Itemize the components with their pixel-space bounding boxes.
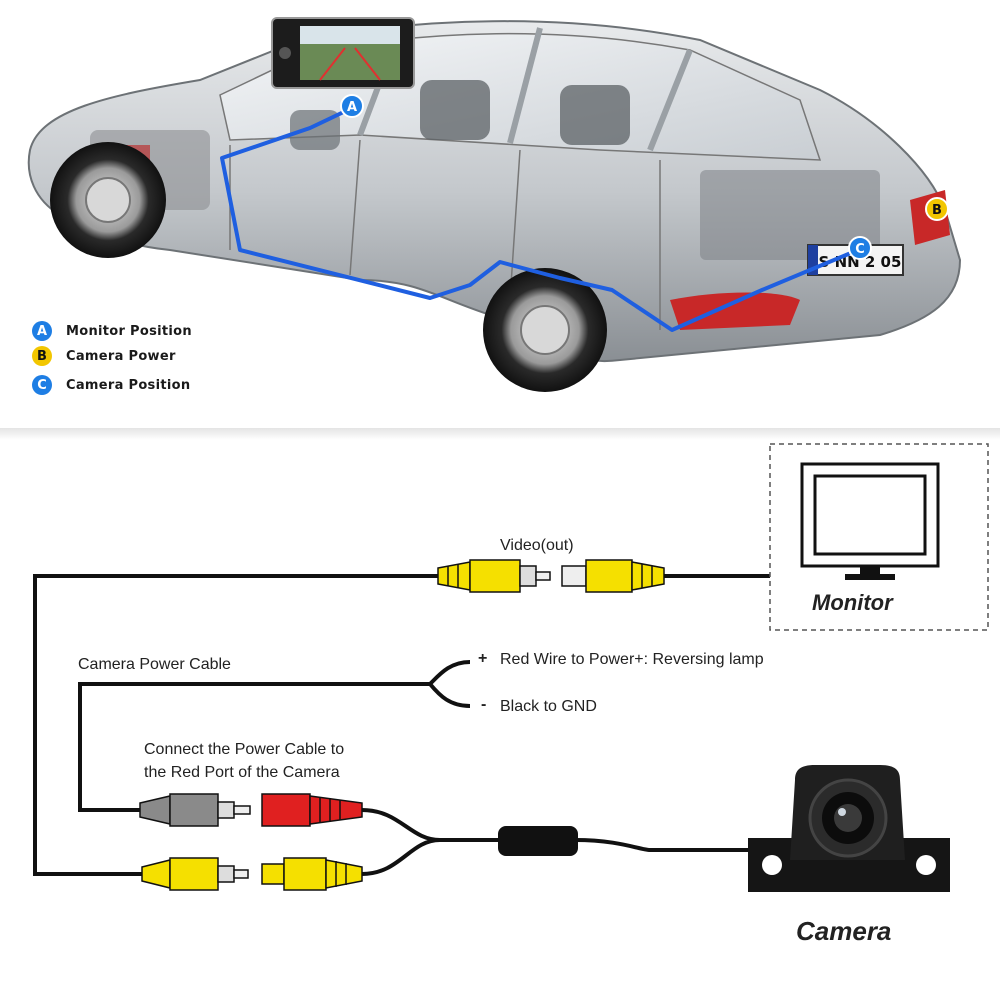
power-plug-gray (139, 793, 251, 827)
camera-yellow-port (261, 857, 363, 891)
camera-cable-route (220, 106, 859, 332)
svg-text:A: A (347, 100, 357, 115)
marker-a: A (340, 94, 364, 118)
connect-note-line-2: the Red Port of the Camera (144, 764, 340, 781)
wires (33, 574, 770, 876)
black-wire-split (428, 682, 471, 708)
video-out-label: Video(out) (500, 537, 574, 554)
legend-label-c: Camera Position (66, 377, 191, 393)
red-wire-label: Red Wire to Power+: Reversing lamp (500, 651, 764, 668)
yellow-port-wire (361, 838, 441, 876)
wiring-diagram: Video(out) Monitor Camera Power Cable + … (0, 440, 1000, 1000)
camera-icon (748, 765, 950, 892)
legend-label-b: Camera Power (66, 348, 176, 364)
car-installation-illustration: S NN 2 05 A B (0, 0, 1000, 430)
legend-item-monitor-position: A Monitor Position (32, 321, 192, 341)
front-wheel (50, 142, 166, 258)
legend-badge-c: C (32, 375, 52, 395)
black-wire-sign: - (481, 696, 487, 713)
red-wire-sign: + (478, 650, 488, 667)
legend-badge-b: B (32, 346, 52, 366)
legend-item-camera-position: C Camera Position (32, 375, 190, 395)
camera-cable-b (574, 838, 760, 852)
video-rca-bottom-male (141, 857, 249, 891)
black-wire-label: Black to GND (500, 698, 597, 715)
monitor-box (769, 443, 989, 631)
video-rca-female-plug (561, 559, 665, 593)
marker-b: B (925, 197, 949, 221)
connect-note-line-1: Connect the Power Cable to (144, 741, 345, 758)
camera-label: Camera (796, 916, 892, 946)
head-unit-monitor (271, 17, 415, 89)
red-wire-split (428, 660, 471, 686)
power-cable-wire (78, 682, 430, 812)
car-illustration-svg: S NN 2 05 A B (27, 17, 962, 392)
video-wire-loop (33, 574, 438, 876)
camera-red-port (261, 793, 363, 827)
rear-wheel (483, 268, 607, 392)
legend-label-a: Monitor Position (66, 323, 192, 339)
wiring-diagram-svg (33, 443, 989, 892)
marker-c: C (848, 236, 872, 260)
legend-badge-a: A (32, 321, 52, 341)
video-rca-male-plug (437, 559, 551, 593)
svg-text:B: B (932, 203, 942, 218)
red-port-wire (361, 808, 441, 842)
section-divider (0, 428, 1000, 440)
power-cable-label: Camera Power Cable (78, 656, 231, 673)
monitor-icon (800, 462, 940, 580)
svg-text:C: C (855, 242, 865, 257)
legend-item-camera-power: B Camera Power (32, 346, 176, 366)
inline-filter (498, 826, 578, 856)
monitor-label: Monitor (812, 590, 893, 615)
car-body: S NN 2 05 (27, 20, 962, 363)
